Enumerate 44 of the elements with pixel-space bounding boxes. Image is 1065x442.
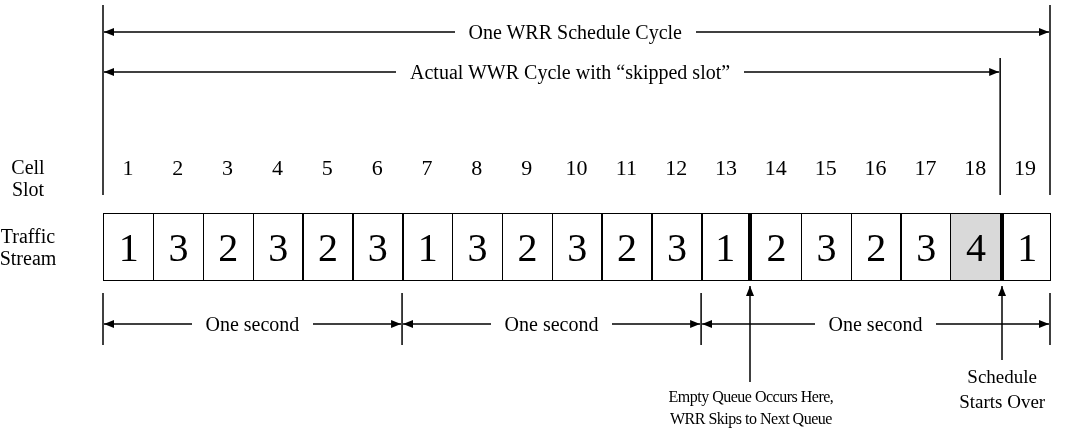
slot-number: 9: [521, 157, 533, 179]
slot-cell: 3: [451, 213, 504, 281]
row-label: Traffic Stream: [0, 225, 58, 269]
slot-cell: 1: [402, 213, 454, 281]
slot-number: 12: [665, 157, 688, 179]
slot-number: 6: [371, 157, 383, 179]
slot-number: 18: [964, 157, 987, 179]
slot-number: 7: [421, 157, 433, 179]
slot-number: 2: [172, 157, 184, 179]
slot-number: 4: [271, 157, 283, 179]
slot-cell: 1: [103, 213, 155, 281]
annotation-text: Empty Queue Occurs Here, WRR Skips to Next Queue: [652, 386, 849, 430]
slot-number: 1: [122, 157, 134, 179]
slot-cell: 4: [950, 213, 1002, 281]
slot-cell: 2: [750, 213, 803, 281]
slot-number: 14: [764, 157, 787, 179]
leader-arrow: [998, 285, 1006, 361]
row-label: Cell Slot: [10, 156, 46, 200]
slot-number: 11: [615, 157, 637, 179]
dimension-label: Actual WWR Cycle with “skipped slot”: [396, 61, 745, 83]
slot-cell: 3: [152, 213, 205, 281]
slot-cell: 1: [1000, 213, 1052, 281]
slot-number: 8: [471, 157, 483, 179]
slot-number: 17: [914, 157, 937, 179]
annotation-text: Schedule Starts Over: [952, 364, 1053, 414]
slot-number: 16: [864, 157, 887, 179]
slot-cell: 3: [252, 213, 304, 281]
slot-cell: 3: [800, 213, 853, 281]
slot-number: 19: [1014, 157, 1037, 179]
slot-cell: 2: [501, 213, 554, 281]
slot-cell: 2: [850, 213, 902, 281]
slot-cell: 1: [701, 213, 753, 281]
slot-number: 15: [814, 157, 837, 179]
leader-arrow: [746, 285, 754, 383]
slot-number: 10: [565, 157, 588, 179]
slot-cell: 2: [202, 213, 254, 281]
slot-number: 13: [715, 157, 737, 179]
slot-cell: 3: [551, 213, 603, 281]
slot-cell: 3: [352, 213, 404, 281]
slot-cell: 3: [651, 213, 703, 281]
slot-number: 3: [222, 157, 234, 179]
slot-cell: 2: [302, 213, 354, 281]
slot-cell: 2: [601, 213, 653, 281]
slot-number: 5: [321, 157, 333, 179]
